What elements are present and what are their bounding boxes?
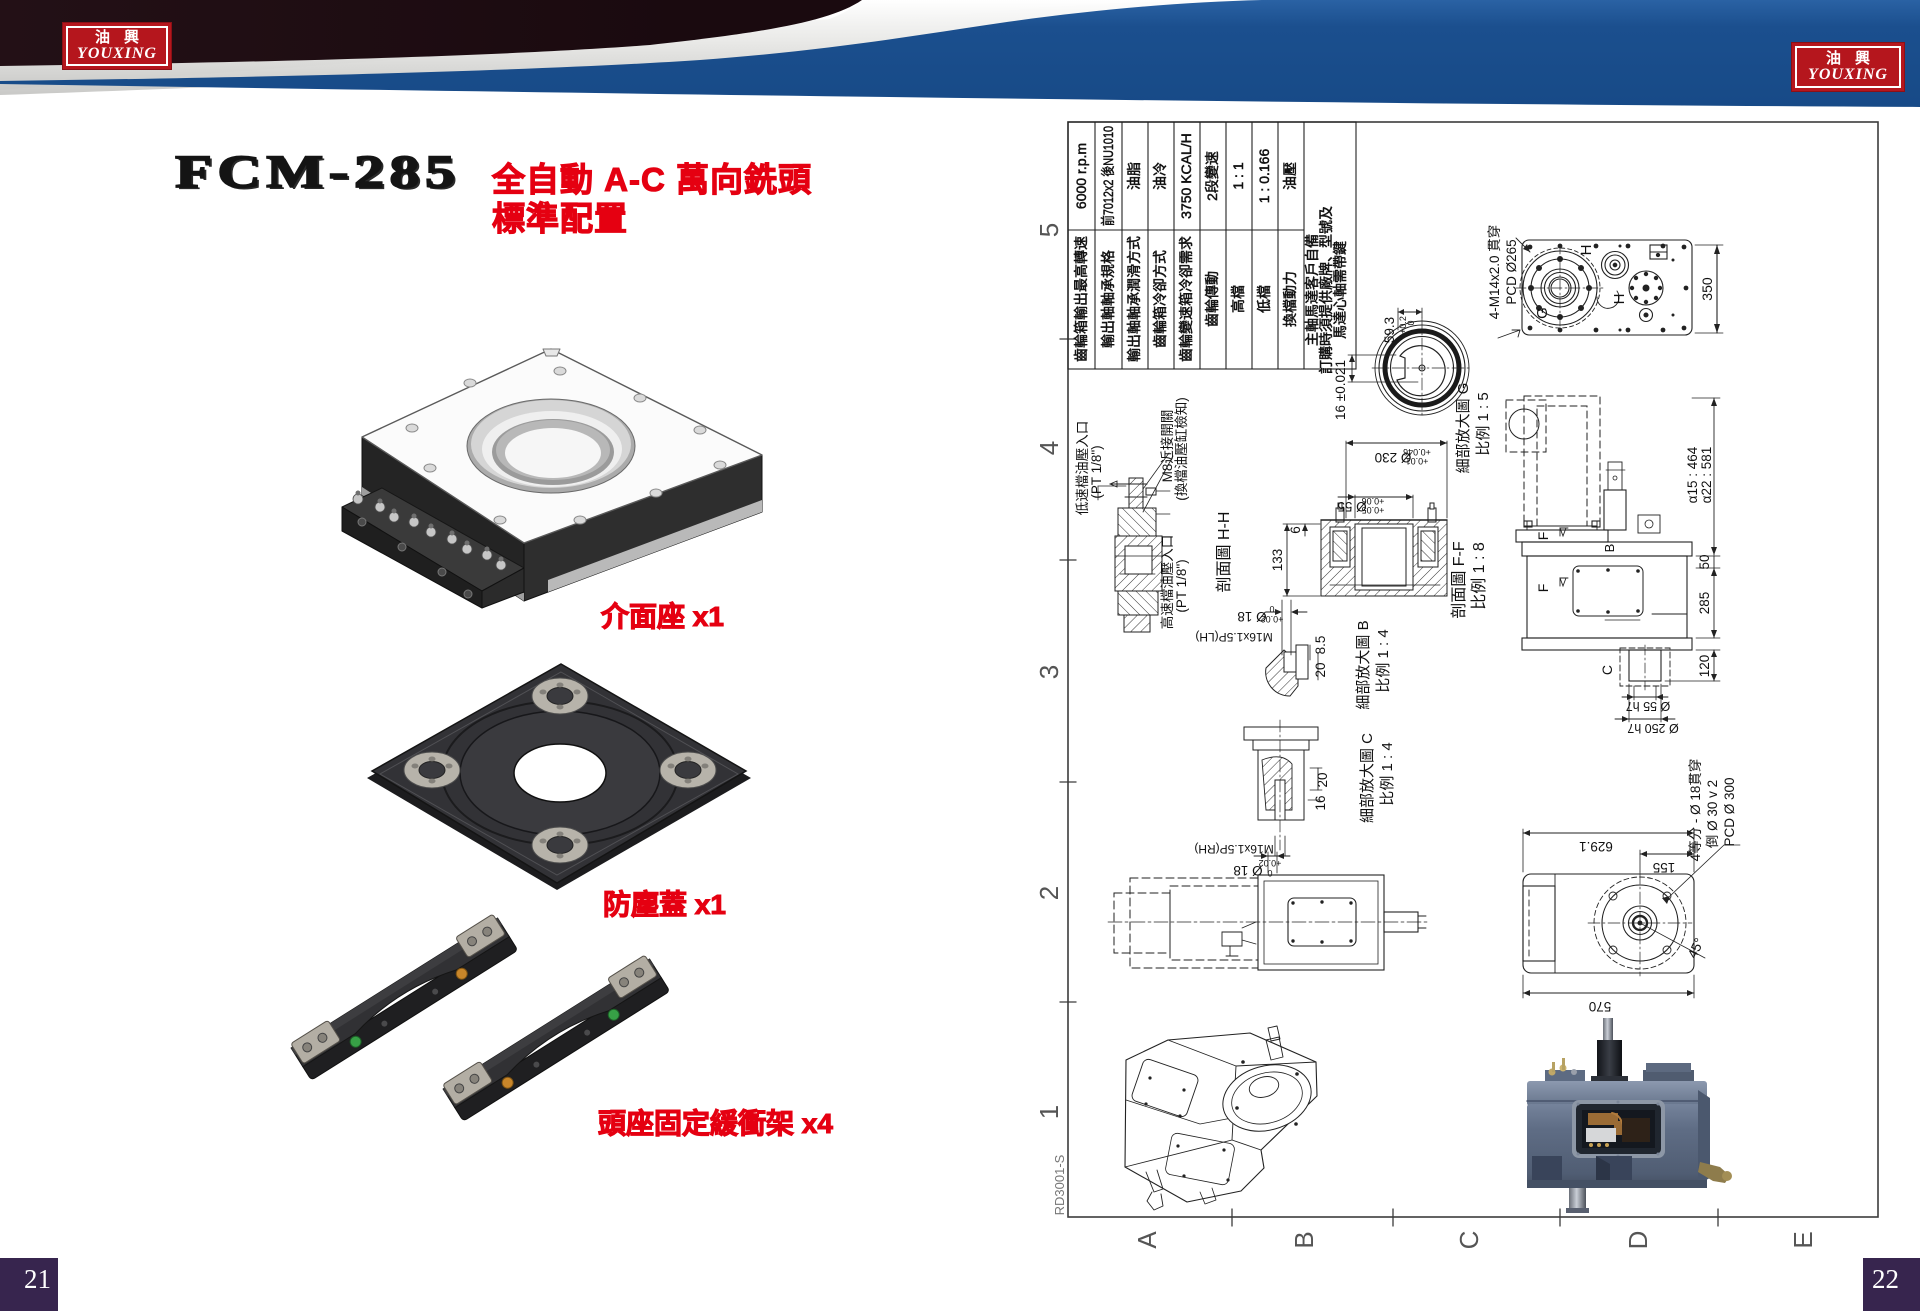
svg-text:Ø 18: Ø 18 xyxy=(1237,609,1266,624)
svg-text:齒輪傳動: 齒輪傳動 xyxy=(1204,271,1220,327)
svg-text:油壓: 油壓 xyxy=(1282,162,1298,190)
svg-text:C: C xyxy=(1599,665,1615,675)
svg-text:155: 155 xyxy=(1653,860,1676,875)
svg-text:F: F xyxy=(1535,532,1551,541)
svg-text:+0.02: +0.02 xyxy=(1259,858,1282,868)
svg-text:E: E xyxy=(1788,1231,1818,1248)
svg-text:H: H xyxy=(1578,245,1595,256)
svg-text:Ø 55: Ø 55 xyxy=(1337,499,1366,514)
svg-text:RD3001-S: RD3001-S xyxy=(1052,1154,1067,1215)
svg-text:2: 2 xyxy=(1034,886,1064,900)
svg-text:+0.06: +0.06 xyxy=(1362,496,1385,506)
svg-text:PCD Ø265: PCD Ø265 xyxy=(1504,239,1519,304)
svg-text:PCD Ø 300: PCD Ø 300 xyxy=(1722,777,1737,846)
svg-text:16: 16 xyxy=(1313,795,1328,810)
svg-text:比例 1 : 4: 比例 1 : 4 xyxy=(1379,742,1396,805)
svg-text:6000 r.p.m: 6000 r.p.m xyxy=(1073,143,1089,209)
svg-text:(換檔油壓缸檢知): (換檔油壓缸檢知) xyxy=(1173,397,1189,501)
svg-text:629.1: 629.1 xyxy=(1579,839,1613,854)
svg-text:16 ±0.021: 16 ±0.021 xyxy=(1333,360,1348,420)
svg-text:高檔: 高檔 xyxy=(1230,285,1246,313)
svg-text:低速檔油壓入口: 低速檔油壓入口 xyxy=(1075,421,1090,516)
svg-text:Ø 250 h7: Ø 250 h7 xyxy=(1627,721,1678,735)
svg-text:A: A xyxy=(1132,1231,1162,1249)
svg-text:45°: 45° xyxy=(1685,936,1707,961)
svg-text:比例 1 : 5: 比例 1 : 5 xyxy=(1475,392,1492,455)
svg-text:50: 50 xyxy=(1697,554,1712,569)
svg-text:285: 285 xyxy=(1697,592,1712,615)
svg-text:M16x1.5P(RH): M16x1.5P(RH) xyxy=(1194,842,1273,856)
svg-text:Ø 18: Ø 18 xyxy=(1233,863,1262,878)
svg-text:120: 120 xyxy=(1697,655,1712,678)
svg-text:+0.02: +0.02 xyxy=(1261,614,1284,624)
svg-text:Ø 55 h7: Ø 55 h7 xyxy=(1626,699,1671,713)
svg-text:比例 1 : 4: 比例 1 : 4 xyxy=(1375,629,1392,692)
svg-text:59.3: 59.3 xyxy=(1382,317,1397,343)
svg-text:油脂: 油脂 xyxy=(1126,162,1142,190)
svg-text:M16x1.5P(LH): M16x1.5P(LH) xyxy=(1195,630,1272,644)
svg-text:(PT 1/8"): (PT 1/8") xyxy=(1089,445,1104,498)
svg-text:570: 570 xyxy=(1589,999,1612,1014)
svg-text:前7012x2 後NU1010: 前7012x2 後NU1010 xyxy=(1100,126,1116,226)
svg-text:6: 6 xyxy=(1288,526,1303,534)
svg-text:α22 : 581: α22 : 581 xyxy=(1699,447,1714,504)
svg-text:齒輪變速箱冷卻需求: 齒輪變速箱冷卻需求 xyxy=(1178,236,1194,362)
svg-text:細部放大圖 G: 細部放大圖 G xyxy=(1455,383,1472,474)
svg-text:20: 20 xyxy=(1313,662,1328,677)
svg-text:20: 20 xyxy=(1315,772,1330,787)
svg-text:α15 : 464: α15 : 464 xyxy=(1685,446,1700,503)
svg-text:3: 3 xyxy=(1034,665,1064,679)
svg-text:+0.2: +0.2 xyxy=(1398,316,1408,334)
svg-text:換檔動力: 換檔動力 xyxy=(1282,271,1298,327)
svg-text:350: 350 xyxy=(1699,277,1715,301)
svg-text:輸出軸軸承潤滑方式: 輸出軸軸承潤滑方式 xyxy=(1126,236,1142,362)
svg-text:Ø 230: Ø 230 xyxy=(1375,450,1412,465)
svg-text:H: H xyxy=(1611,294,1628,305)
svg-text:倒 Ø 30 v 2: 倒 Ø 30 v 2 xyxy=(1705,780,1720,848)
svg-text:5: 5 xyxy=(1034,223,1064,237)
svg-text:剖面圖 F-F: 剖面圖 F-F xyxy=(1450,541,1468,619)
svg-text:主軸馬達客戶自備: 主軸馬達客戶自備 xyxy=(1304,234,1320,346)
svg-text:3750 KCAL/H: 3750 KCAL/H xyxy=(1178,133,1194,219)
svg-text:1: 1 xyxy=(1034,1105,1064,1119)
svg-text:4: 4 xyxy=(1034,441,1064,455)
svg-text:4等分 - Ø 18貫穿: 4等分 - Ø 18貫穿 xyxy=(1687,759,1703,862)
svg-text:齒輪箱輸出最高轉速: 齒輪箱輸出最高轉速 xyxy=(1073,236,1089,362)
svg-text:輸出軸軸承規格: 輸出軸軸承規格 xyxy=(1100,250,1116,348)
svg-text:2段變速: 2段變速 xyxy=(1204,151,1220,201)
svg-text:C: C xyxy=(1454,1231,1484,1250)
svg-text:+0.05: +0.05 xyxy=(1362,505,1385,515)
svg-text:(PT 1/8"): (PT 1/8") xyxy=(1174,559,1189,612)
svg-text:比例 1 : 8: 比例 1 : 8 xyxy=(1470,542,1488,610)
svg-text:D: D xyxy=(1623,1231,1653,1250)
svg-text:B: B xyxy=(1289,1231,1319,1248)
svg-text:4-M14x2.0 貫穿: 4-M14x2.0 貫穿 xyxy=(1487,225,1502,320)
svg-text:8.5: 8.5 xyxy=(1313,636,1328,655)
svg-text:+0.01: +0.01 xyxy=(1406,456,1429,466)
svg-text:1 : 1: 1 : 1 xyxy=(1230,162,1246,189)
svg-text:0: 0 xyxy=(1406,320,1416,325)
svg-text:高速檔油壓入口: 高速檔油壓入口 xyxy=(1159,535,1175,630)
svg-text:F: F xyxy=(1535,584,1551,593)
svg-text:0: 0 xyxy=(1267,868,1272,878)
svg-text:馬達心軸需帶鍵: 馬達心軸需帶鍵 xyxy=(1332,241,1348,339)
svg-text:油冷: 油冷 xyxy=(1152,162,1168,190)
svg-text:細部放大圖 B: 細部放大圖 B xyxy=(1355,620,1372,709)
svg-text:齒輪箱冷卻方式: 齒輪箱冷卻方式 xyxy=(1152,250,1168,348)
svg-text:B: B xyxy=(1602,544,1617,553)
svg-text:+0.046: +0.046 xyxy=(1403,447,1431,457)
svg-text:訂購時須提供廠牌、型號及: 訂購時須提供廠牌、型號及 xyxy=(1318,206,1334,374)
svg-text:133: 133 xyxy=(1270,549,1285,572)
svg-text:剖面圖 H-H: 剖面圖 H-H xyxy=(1215,512,1233,593)
svg-text:G: G xyxy=(1534,307,1551,319)
svg-text:0: 0 xyxy=(1269,604,1274,614)
svg-text:M8近接開關: M8近接開關 xyxy=(1159,410,1175,483)
svg-text:低檔: 低檔 xyxy=(1256,285,1272,313)
svg-text:細部放大圖 C: 細部放大圖 C xyxy=(1359,733,1376,823)
svg-text:1 : 0.166: 1 : 0.166 xyxy=(1256,149,1272,204)
